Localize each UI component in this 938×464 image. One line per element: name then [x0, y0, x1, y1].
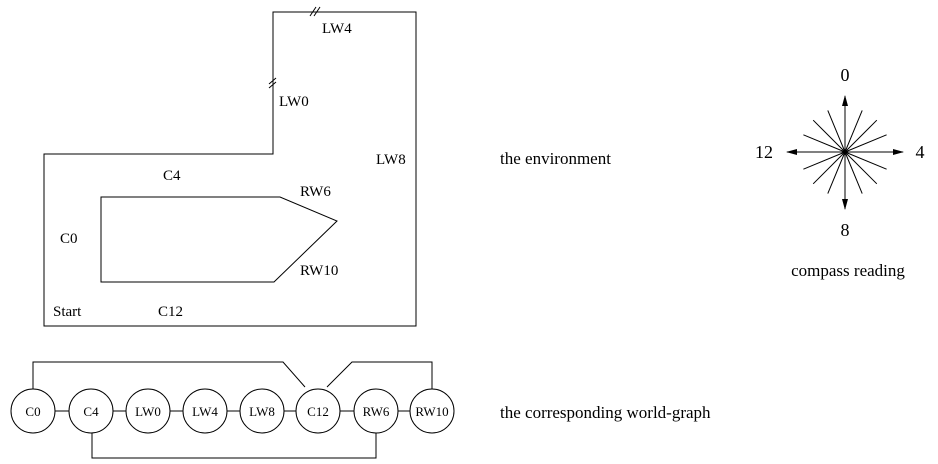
- compass-spoke: [803, 151, 846, 170]
- inner-obstacle: [100, 196, 338, 283]
- compass-arrow-0: [842, 95, 848, 152]
- graph-node-label: RW10: [415, 404, 448, 419]
- edge-c12-rw10: [326, 361, 433, 389]
- graph-node-circle: [353, 388, 399, 434]
- graph-node-label: LW4: [192, 404, 218, 419]
- graph-node: C12: [295, 388, 341, 434]
- compass-spoke: [812, 151, 846, 185]
- world-graph: C0 C4 LW0 LW4 LW8 C12 RW6 RW10: [10, 361, 455, 459]
- outer-wall: [43, 11, 417, 327]
- graph-node-label: RW6: [363, 404, 390, 419]
- graph-node: RW10: [409, 388, 455, 434]
- compass-spoke: [844, 151, 887, 170]
- graph-node-circle: [182, 388, 228, 434]
- graph-node: LW4: [182, 388, 228, 434]
- compass-caption: compass reading: [791, 261, 905, 280]
- compass-spoke: [844, 110, 863, 153]
- graph-node: LW0: [125, 388, 171, 434]
- door-mark-lw0: [268, 77, 277, 89]
- edge-c4-rw6: [91, 427, 377, 459]
- compass-spoke: [844, 151, 863, 194]
- label-lw0: LW0: [279, 94, 309, 110]
- compass-label-8: 8: [841, 220, 850, 240]
- label-c4: C4: [163, 168, 181, 184]
- graph-node-label: C12: [307, 404, 329, 419]
- graph-node: LW8: [239, 388, 285, 434]
- label-lw8: LW8: [376, 152, 406, 168]
- graph-node: C4: [68, 388, 114, 434]
- label-c12: C12: [158, 304, 183, 320]
- graph-node: C0: [10, 388, 56, 434]
- compass-spoke: [844, 151, 878, 185]
- compass: 0 4 8 12 compass reading: [755, 65, 925, 280]
- graph-nodes: C0 C4 LW0 LW4 LW8 C12 RW6 RW10: [10, 388, 455, 434]
- compass-arrow-8: [842, 152, 848, 210]
- graph-node-circle: [239, 388, 285, 434]
- graph-node-label: LW0: [135, 404, 161, 419]
- compass-label-4: 4: [916, 142, 925, 162]
- graph-node-circle: [409, 388, 455, 434]
- label-start: Start: [53, 304, 82, 320]
- label-rw10: RW10: [300, 263, 338, 279]
- door-mark-lw4: [309, 6, 321, 17]
- graph-node-label: LW8: [249, 404, 275, 419]
- graph-node-label: C4: [83, 404, 99, 419]
- label-lw4: LW4: [322, 21, 352, 37]
- environment-map: LW4 LW0 LW8 C4 RW6 C0 RW10 Start C12: [43, 6, 417, 327]
- graph-node-circle: [295, 388, 341, 434]
- label-rw6: RW6: [300, 184, 331, 200]
- compass-spoke: [844, 134, 887, 153]
- edge-c0-c12: [32, 361, 306, 395]
- compass-spoke: [812, 119, 846, 153]
- label-c0: C0: [60, 231, 78, 247]
- compass-arrow-12: [786, 149, 845, 155]
- world-graph-caption: the corresponding world-graph: [500, 403, 711, 422]
- graph-node-label: C0: [25, 404, 40, 419]
- graph-node-circle: [10, 388, 56, 434]
- compass-arrow-4: [845, 149, 904, 155]
- environment-caption: the environment: [500, 149, 611, 168]
- compass-spoke: [827, 151, 846, 194]
- graph-node-circle: [125, 388, 171, 434]
- graph-node-circle: [68, 388, 114, 434]
- compass-spoke: [844, 119, 878, 153]
- compass-label-0: 0: [841, 65, 850, 85]
- graph-node: RW6: [353, 388, 399, 434]
- compass-label-12: 12: [755, 142, 773, 162]
- compass-spoke: [803, 134, 846, 153]
- compass-spoke: [827, 110, 846, 153]
